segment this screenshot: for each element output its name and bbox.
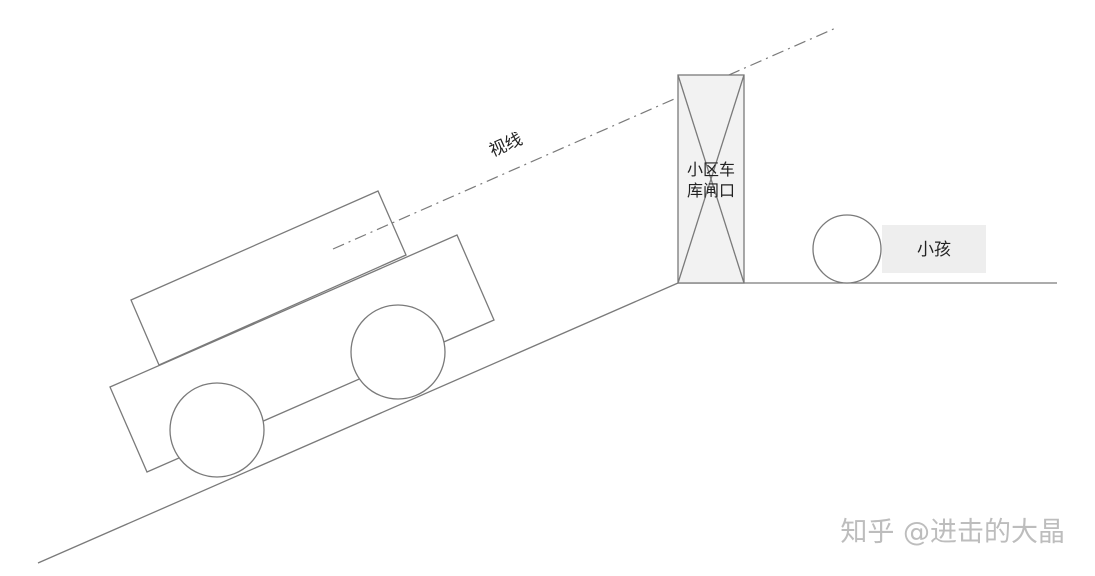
ramp-line xyxy=(37,282,679,564)
gate-label-line2: 库闸口 xyxy=(687,181,735,200)
car-front-wheel xyxy=(350,304,446,400)
sightline-label: 视线 xyxy=(486,129,525,161)
car-rear-wheel xyxy=(169,382,265,478)
gate-cross-line-2 xyxy=(677,74,745,284)
sight-line xyxy=(332,26,839,250)
child-circle xyxy=(812,214,882,284)
child-label: 小孩 xyxy=(917,240,951,260)
gate-label-line1: 小区车 xyxy=(687,160,735,179)
garage-gate: 小区车 库闸口 xyxy=(677,74,745,284)
watermark: 知乎 @进击的大晶 xyxy=(840,517,1065,548)
car-cabin xyxy=(130,190,407,366)
car xyxy=(109,190,495,478)
child-label-box xyxy=(882,225,986,273)
